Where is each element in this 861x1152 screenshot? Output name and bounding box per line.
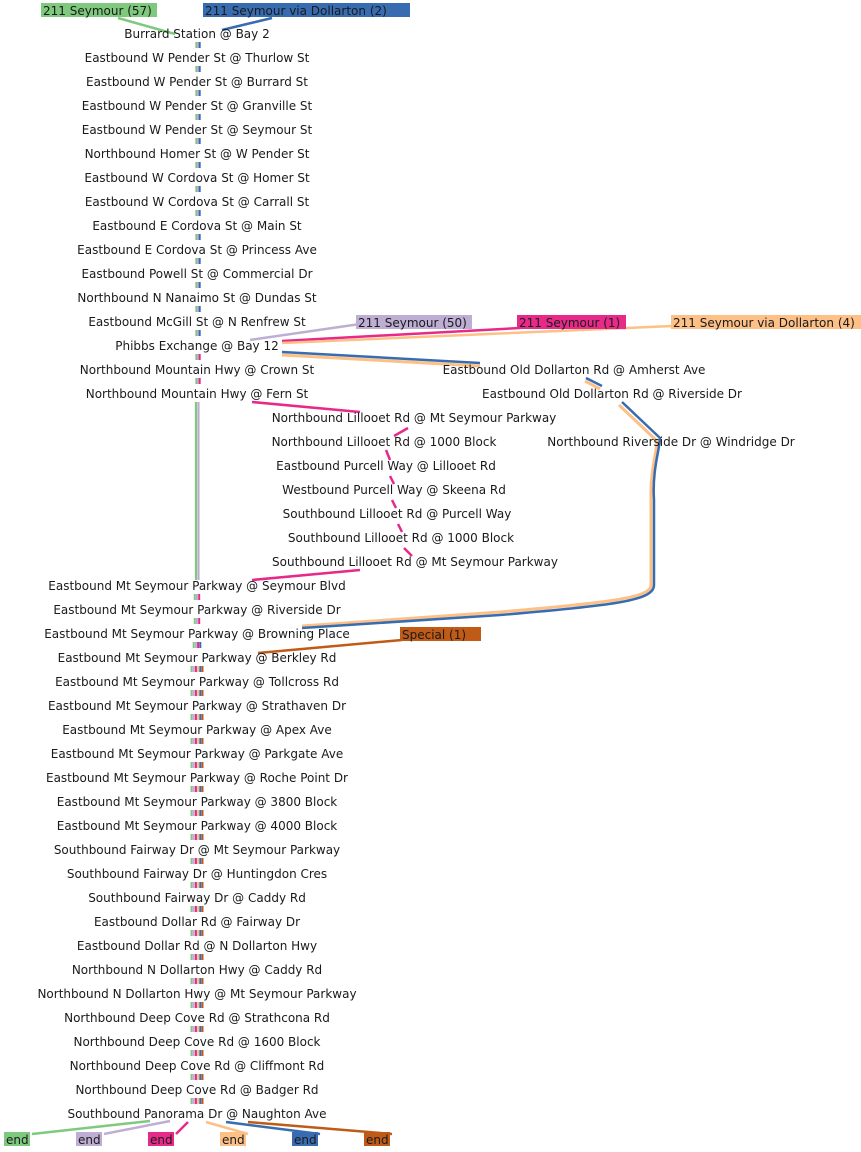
stop-main-start-7: Eastbound W Cordova St @ Carrall St: [85, 195, 310, 209]
stop-main-end-17: Northbound N Dollarton Hwy @ Mt Seymour …: [37, 987, 356, 1001]
stop-main-end-15: Eastbound Dollar Rd @ N Dollarton Hwy: [77, 939, 317, 953]
stop-main-end-14: Eastbound Dollar Rd @ Fairway Dr: [94, 915, 300, 929]
route-tag-seymour_50: 211 Seymour (50): [358, 316, 467, 330]
route-tag-special: Special (1): [402, 628, 466, 642]
end-line-seymour_1: [175, 1121, 189, 1135]
stop-lillooet-6: Southbound Lillooet Rd @ Mt Seymour Park…: [272, 555, 558, 569]
branch-special: [257, 638, 403, 655]
stop-lillooet-2: Eastbound Purcell Way @ Lillooet Rd: [276, 459, 496, 473]
stop-main-end-13: Southbound Fairway Dr @ Caddy Rd: [88, 891, 306, 905]
origin-seymour-1-line: [281, 326, 521, 343]
stop-main-start-6: Eastbound W Cordova St @ Homer St: [84, 171, 310, 185]
route-tag-dollarton_2-box: [203, 3, 410, 17]
end-tag-seymour_50-box: [76, 1132, 102, 1146]
stop-lillooet-3: Westbound Purcell Way @ Skeena Rd: [282, 483, 506, 497]
end-line-seymour: [31, 1119, 151, 1136]
stop-main-start-15: Northbound Mountain Hwy @ Fern St: [86, 387, 309, 401]
stop-main-start-4: Eastbound W Pender St @ Seymour St: [82, 123, 313, 137]
origin-seymour-50-line: [249, 322, 361, 342]
stop-dollarton-2: Northbound Riverside Dr @ Windridge Dr: [547, 435, 795, 449]
stop-main-end-11: Southbound Fairway Dr @ Mt Seymour Parkw…: [54, 843, 340, 857]
stop-main-start-13: Phibbs Exchange @ Bay 12: [115, 339, 279, 353]
stop-main-end-4: Eastbound Mt Seymour Parkway @ Tollcross…: [55, 675, 339, 689]
stop-main-start-14: Northbound Mountain Hwy @ Crown St: [80, 363, 315, 377]
route-lines: [31, 16, 673, 1136]
stop-main-start-0: Burrard Station @ Bay 2: [124, 27, 269, 41]
stop-lillooet-1: Northbound Lillooet Rd @ 1000 Block: [272, 435, 497, 449]
end-tag-dollarton_2-box: [292, 1132, 318, 1146]
stop-labels: Burrard Station @ Bay 2 Eastbound W Pende…: [37, 27, 794, 1121]
stop-main-end-22: Southbound Panorama Dr @ Naughton Ave: [67, 1107, 326, 1121]
stop-main-start-10: Eastbound Powell St @ Commercial Dr: [81, 267, 312, 281]
origin-dollarton-2-line: [221, 16, 273, 32]
stop-main-end-20: Northbound Deep Cove Rd @ Cliffmont Rd: [70, 1059, 325, 1073]
stop-main-end-19: Northbound Deep Cove Rd @ 1600 Block: [73, 1035, 320, 1049]
stop-lillooet-5: Southbound Lillooet Rd @ 1000 Block: [288, 531, 514, 545]
stop-main-start-11: Northbound N Nanaimo St @ Dundas St: [77, 291, 316, 305]
end-tag-seymour_1: end: [150, 1133, 173, 1147]
end-tag-dollarton_2: end: [294, 1133, 317, 1147]
origin-seymour-line: [117, 16, 176, 36]
lillooet-exit: [251, 568, 361, 582]
stop-dollarton-1: Eastbound Old Dollarton Rd @ Riverside D…: [482, 387, 742, 401]
route-tags: 211 Seymour (57) 211 Seymour via Dollarto…: [4, 3, 861, 1147]
end-tag-special-box: [364, 1132, 390, 1146]
route-tag-seymour_50-box: [356, 315, 472, 329]
stop-main-end-12: Southbound Fairway Dr @ Huntingdon Cres: [67, 867, 327, 881]
end-tag-seymour: end: [6, 1133, 29, 1147]
end-tag-dollarton_4-box: [220, 1132, 246, 1146]
stop-main-end-9: Eastbound Mt Seymour Parkway @ 3800 Bloc…: [57, 795, 338, 809]
route-tag-seymour: 211 Seymour (57): [43, 4, 152, 18]
stop-main-end-3: Eastbound Mt Seymour Parkway @ Berkley R…: [58, 651, 337, 665]
stop-main-end-10: Eastbound Mt Seymour Parkway @ 4000 Bloc…: [57, 819, 338, 833]
stop-main-start-9: Eastbound E Cordova St @ Princess Ave: [77, 243, 317, 257]
route-tag-dollarton_4-box: [671, 315, 861, 329]
route-tag-seymour_1: 211 Seymour (1): [519, 316, 620, 330]
stop-main-start-2: Eastbound W Pender St @ Burrard St: [86, 75, 308, 89]
stop-main-start-1: Eastbound W Pender St @ Thurlow St: [85, 51, 310, 65]
branch-dollarton-2: [281, 350, 662, 630]
end-line-seymour_50: [103, 1119, 171, 1136]
end-tag-seymour_50: end: [78, 1133, 101, 1147]
route-tag-dollarton_4: 211 Seymour via Dollarton (4): [673, 316, 855, 330]
stop-main-end-8: Eastbound Mt Seymour Parkway @ Roche Poi…: [46, 771, 348, 785]
lillooet-loop: [384, 426, 413, 557]
stop-main-start-3: Eastbound W Pender St @ Granville St: [82, 99, 313, 113]
stop-main-end-6: Eastbound Mt Seymour Parkway @ Apex Ave: [62, 723, 332, 737]
route-tag-special-box: [400, 627, 481, 641]
end-tag-seymour-box: [4, 1132, 30, 1146]
end-tag-dollarton_4: end: [222, 1133, 245, 1147]
stop-main-end-18: Northbound Deep Cove Rd @ Strathcona Rd: [64, 1011, 330, 1025]
stop-main-end-16: Northbound N Dollarton Hwy @ Caddy Rd: [72, 963, 322, 977]
branch-dollarton-4: [281, 353, 659, 628]
route-tag-seymour_1-box: [517, 315, 626, 329]
route-tag-seymour-box: [41, 3, 157, 17]
route-tag-dollarton_2: 211 Seymour via Dollarton (2): [205, 4, 387, 18]
stop-lillooet-0: Northbound Lillooet Rd @ Mt Seymour Park…: [272, 411, 557, 425]
stop-main-end-1: Eastbound Mt Seymour Parkway @ Riverside…: [53, 603, 340, 617]
stop-main-start-5: Northbound Homer St @ W Pender St: [85, 147, 310, 161]
stop-dollarton-0: Eastbound Old Dollarton Rd @ Amherst Ave: [443, 363, 706, 377]
stop-lillooet-4: Southbound Lillooet Rd @ Purcell Way: [283, 507, 512, 521]
end-tag-special: end: [366, 1133, 389, 1147]
stop-main-start-8: Eastbound E Cordova St @ Main St: [92, 219, 302, 233]
stop-main-end-2: Eastbound Mt Seymour Parkway @ Browning …: [44, 627, 350, 641]
lillooet-entry: [251, 400, 361, 414]
end-tag-seymour_1-box: [148, 1132, 174, 1146]
stop-main-start-12: Eastbound McGill St @ N Renfrew St: [88, 315, 306, 329]
stop-main-end-7: Eastbound Mt Seymour Parkway @ Parkgate …: [51, 747, 343, 761]
stop-main-end-5: Eastbound Mt Seymour Parkway @ Strathave…: [48, 699, 346, 713]
stop-main-end-0: Eastbound Mt Seymour Parkway @ Seymour B…: [48, 579, 345, 593]
stop-main-end-21: Northbound Deep Cove Rd @ Badger Rd: [75, 1083, 318, 1097]
